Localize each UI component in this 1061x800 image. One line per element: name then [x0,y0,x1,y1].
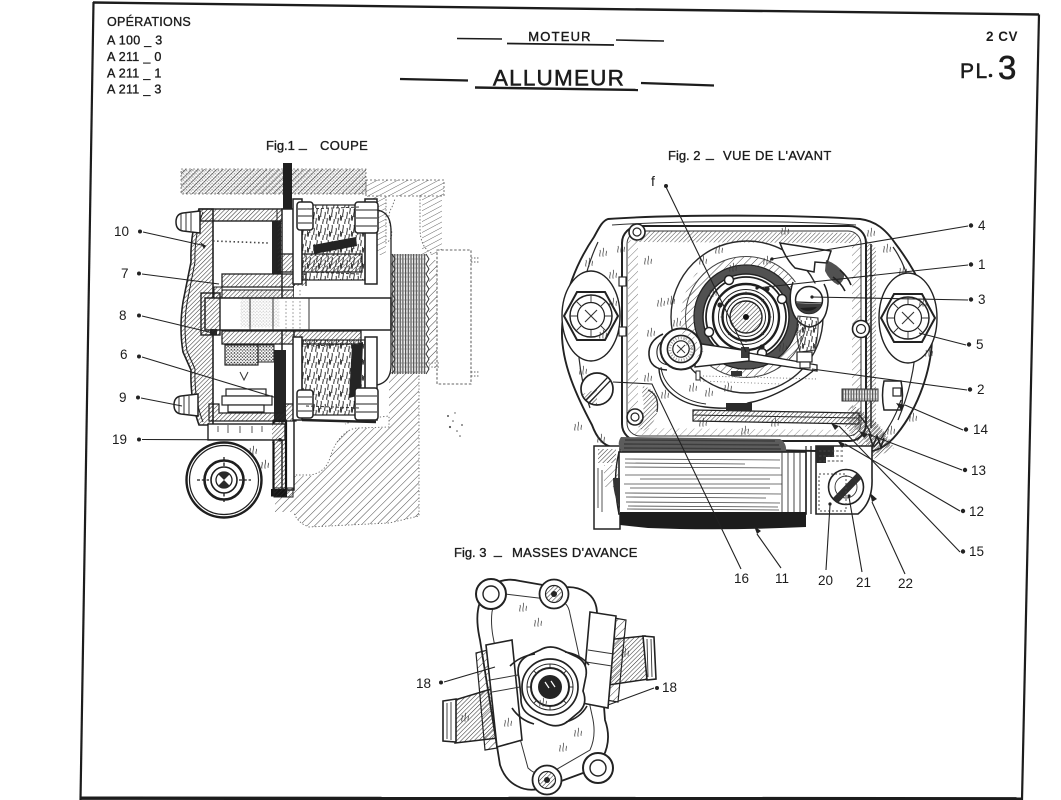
svg-text:20: 20 [818,573,833,588]
svg-text:3: 3 [978,292,986,307]
svg-text:A 211 _ 0: A 211 _ 0 [107,50,162,64]
svg-text:Fig. 2: Fig. 2 [668,148,701,163]
svg-text:VUE DE L'AVANT: VUE DE L'AVANT [723,148,832,163]
svg-text:A 211 _ 1: A 211 _ 1 [107,67,162,81]
svg-text:22: 22 [898,576,913,591]
svg-text:18: 18 [416,676,431,691]
svg-text:9: 9 [119,390,127,405]
svg-text:_: _ [298,134,307,150]
svg-text:2 CV: 2 CV [986,29,1018,44]
svg-text:1: 1 [978,257,986,272]
svg-text:COUPE: COUPE [320,138,368,153]
svg-text:14: 14 [973,422,989,437]
svg-text:16: 16 [734,571,749,586]
svg-text:MOTEUR: MOTEUR [528,29,592,44]
svg-text:ALLUMEUR: ALLUMEUR [493,66,625,91]
svg-text:6: 6 [120,347,128,362]
svg-text:11: 11 [775,571,789,586]
svg-text:10: 10 [114,224,129,239]
svg-text:MASSES D'AVANCE: MASSES D'AVANCE [512,545,638,560]
svg-text:15: 15 [969,544,984,559]
svg-text:12: 12 [969,504,984,519]
svg-text:A 211 _ 3: A 211 _ 3 [107,83,162,97]
svg-text:7: 7 [121,266,129,281]
svg-text:_: _ [493,541,502,557]
svg-text:2: 2 [977,382,985,397]
svg-text:4: 4 [978,218,986,233]
svg-text:A 100 _ 3: A 100 _ 3 [107,34,163,48]
svg-text:21: 21 [856,575,871,590]
svg-text:Fig. 3: Fig. 3 [454,545,487,560]
svg-text:8: 8 [119,308,127,323]
svg-text:f: f [651,173,655,189]
svg-text:5: 5 [976,337,984,352]
svg-text:_: _ [705,144,714,160]
svg-text:13: 13 [971,463,986,478]
svg-text:OPÉRATIONS: OPÉRATIONS [107,14,191,29]
svg-text:Fig.1: Fig.1 [266,138,295,153]
svg-text:PL: PL [960,60,989,83]
svg-text:3: 3 [998,49,1016,86]
svg-text:18: 18 [662,680,677,695]
svg-text:19: 19 [112,432,127,447]
